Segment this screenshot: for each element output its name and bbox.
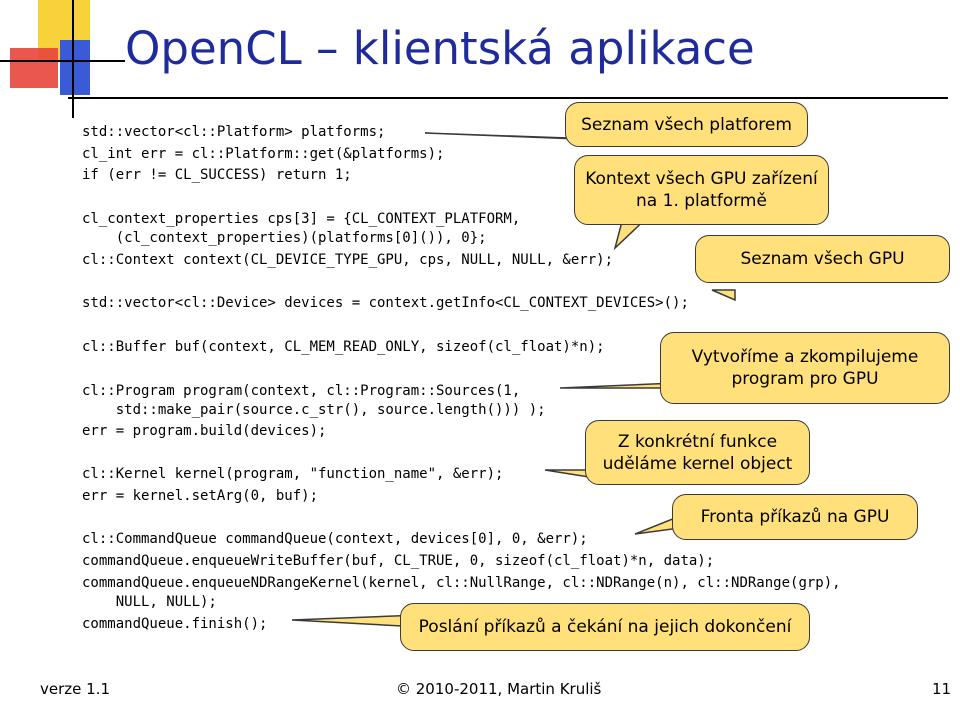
title-rule [68,97,948,99]
code-line-context-props-cont: (cl_context_properties)(platforms[0]()),… [82,230,487,246]
callout-compile-program: Vytvoříme a zkompilujeme program pro GPU [660,332,950,404]
logo-blue-square [60,40,90,95]
callout-platform-list-text: Seznam všech platforem [581,114,792,135]
code-line-write-buffer: commandQueue.enqueueWriteBuffer(buf, CL_… [82,553,715,569]
corner-logo [0,0,125,120]
code-line-finish: commandQueue.finish(); [82,616,268,632]
code-line-setarg: err = kernel.setArg(0, buf); [82,488,319,504]
code-line-platforms-decl: std::vector<cl::Platform> platforms; [82,124,386,140]
callout-compile-program-line1: Vytvoříme a zkompilujeme [691,347,919,367]
slide-title: OpenCL – klientská aplikace [125,22,755,75]
code-line-ndrange-kernel-cont: NULL, NULL); [82,594,217,610]
callout-command-queue: Fronta příkazů na GPU [672,494,918,540]
code-line-buffer: cl::Buffer buf(context, CL_MEM_READ_ONLY… [82,339,605,355]
callout-gpu-list-text: Seznam všech GPU [740,249,905,269]
logo-vertical-line [72,0,74,118]
callout-kernel-object: Z konkrétní funkce uděláme kernel object [585,420,810,485]
callout-kernel-object-line1: Z konkrétní funkce [617,431,778,452]
code-line-devices: std::vector<cl::Device> devices = contex… [82,295,689,311]
code-line-context-props: cl_context_properties cps[3] = {CL_CONTE… [82,211,521,227]
code-line-kernel: cl::Kernel kernel(program, "function_nam… [82,466,504,482]
callout-finish: Poslání příkazů a čekání na jejich dokon… [400,603,810,651]
pointer-devices [711,289,736,302]
code-line-ndrange-kernel: commandQueue.enqueueNDRangeKernel(kernel… [82,575,841,591]
logo-horizontal-line [0,60,125,62]
logo-red-square [10,48,58,88]
callout-gpu-list: Seznam všech GPU [695,235,950,283]
code-line-command-queue: cl::CommandQueue commandQueue(context, d… [82,531,588,547]
callout-command-queue-text: Fronta příkazů na GPU [700,507,890,527]
callout-gpu-context-line2: na 1. platformě [636,191,767,211]
code-line-build: err = program.build(devices); [82,423,327,439]
code-line-program: cl::Program program(context, cl::Program… [82,383,521,399]
code-line-err-check: if (err != CL_SUCCESS) return 1; [82,167,352,183]
callout-platform-list: Seznam všech platforem [565,102,808,147]
footer-page-number: 11 [932,680,952,698]
callout-kernel-object-line2: uděláme kernel object [602,453,793,474]
callout-gpu-context: Kontext všech GPU zařízení na 1. platfor… [574,155,829,225]
callout-finish-text: Poslání příkazů a čekání na jejich dokon… [418,617,792,637]
callout-compile-program-line2: program pro GPU [731,369,879,389]
code-line-program-cont: std::make_pair(source.c_str(), source.le… [82,402,546,418]
footer-copyright: © 2010-2011, Martin Kruliš [396,680,602,698]
code-line-platform-get: cl_int err = cl::Platform::get(&platform… [82,146,445,162]
footer-version: verze 1.1 [40,680,110,698]
code-line-context: cl::Context context(CL_DEVICE_TYPE_GPU, … [82,252,614,268]
callout-gpu-context-line1: Kontext všech GPU zařízení [585,169,818,189]
